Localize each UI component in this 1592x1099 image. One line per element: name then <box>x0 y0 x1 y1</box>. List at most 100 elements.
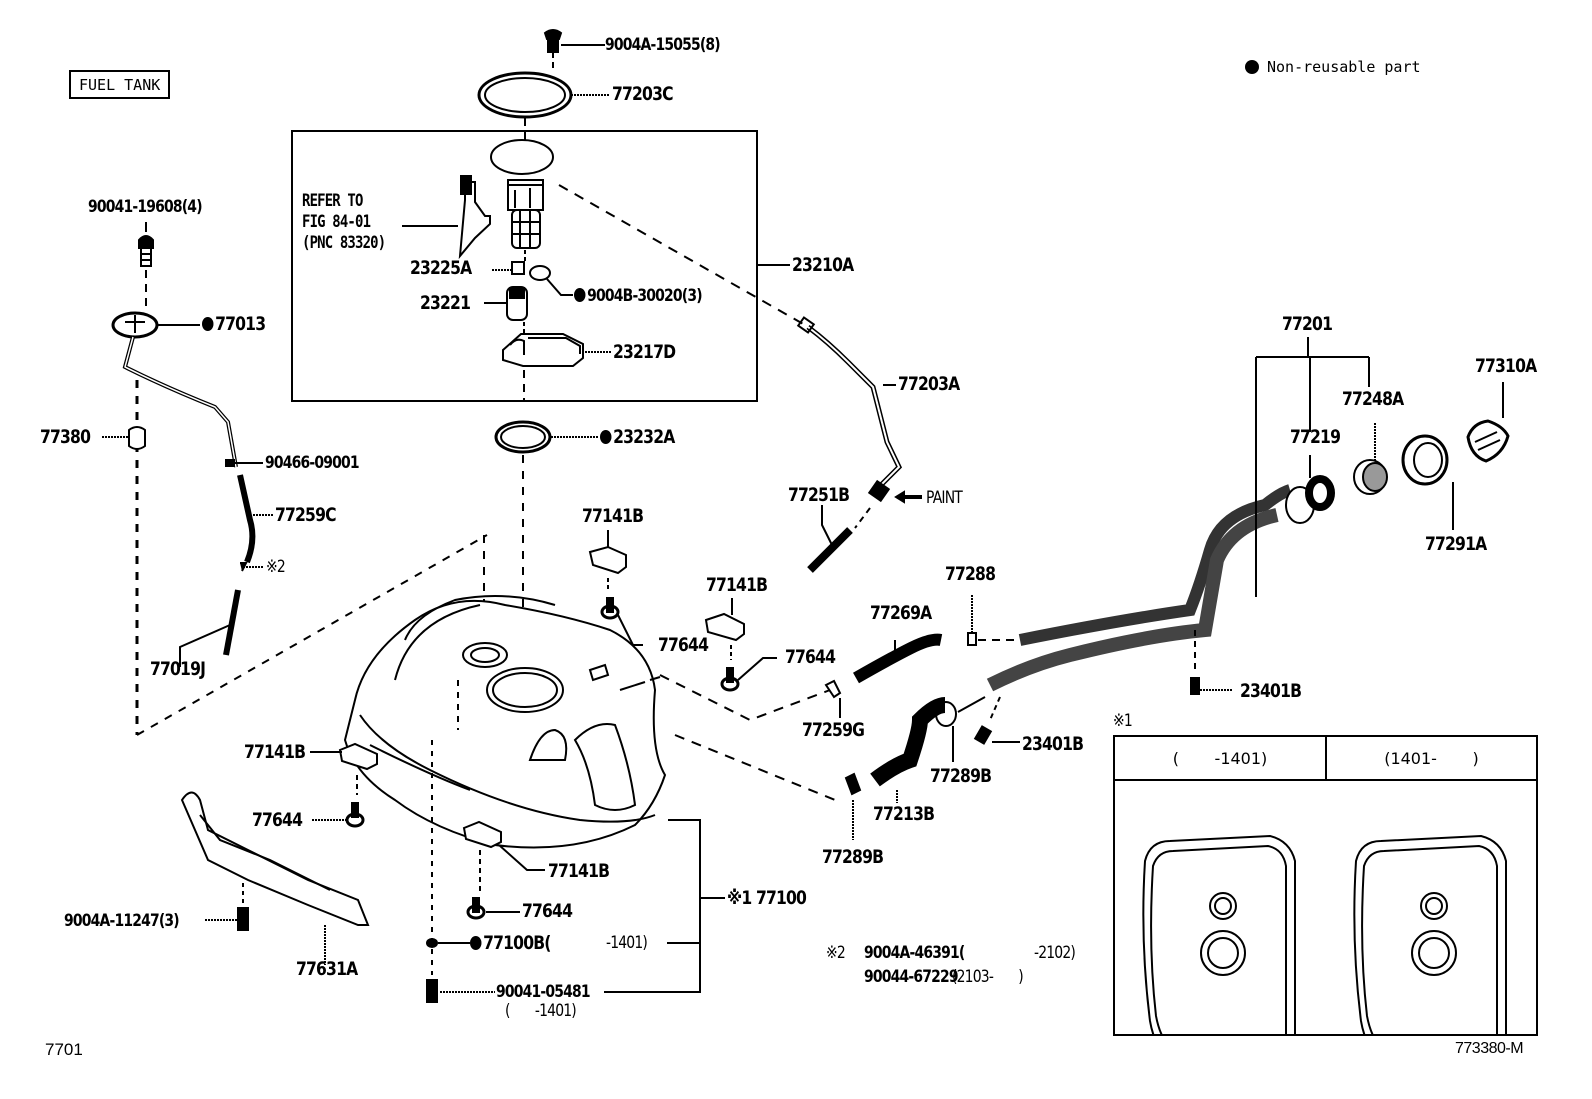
clip-77289B-b <box>844 772 862 796</box>
filter-77380 <box>128 426 146 450</box>
bolt-9004A-11247 <box>237 907 249 931</box>
part-label-9004A-15055[interactable]: 9004A-15055(8) <box>605 35 721 55</box>
protector-77631A <box>180 791 370 926</box>
part-label-90041-19608[interactable]: 90041-19608(4) <box>88 197 203 217</box>
part-label-77141B[interactable]: 77141B <box>582 505 644 527</box>
part-label-23225A[interactable]: 23225A <box>410 257 472 279</box>
bracket-77141B-a <box>588 545 627 575</box>
part-label-77644[interactable]: 77644 <box>658 634 709 656</box>
part-label-77259C[interactable]: 77259C <box>275 504 337 526</box>
filler-pipe-77201 <box>1018 484 1292 646</box>
non-reusable-bullet-icon <box>470 936 482 950</box>
pump-flange <box>490 139 554 175</box>
part-label-9004B-30020[interactable]: 9004B-30020(3) <box>574 288 703 305</box>
part-label-90041-05481[interactable]: 90041-05481 <box>496 982 591 1002</box>
paint-note: PAINT <box>926 488 963 508</box>
bolt-23401B-b <box>973 725 993 745</box>
part-label-77141B[interactable]: 77141B <box>548 860 610 882</box>
part-label-23401B[interactable]: 23401B <box>1240 680 1302 702</box>
part-label-77269A[interactable]: 77269A <box>870 602 932 624</box>
part-label-77644[interactable]: 77644 <box>252 809 303 831</box>
part-label-9004A-11247[interactable]: 9004A-11247(3) <box>64 911 180 931</box>
part-label-77100[interactable]: ※1 77100 <box>727 887 807 909</box>
refer-note-line2[interactable]: FIG 84-01 <box>302 212 371 232</box>
screw-9004A-15055 <box>543 29 563 58</box>
part-label-23217D[interactable]: 23217D <box>613 341 676 363</box>
bracket-77141B-c <box>338 742 378 771</box>
bracket-77141B-b <box>704 612 745 642</box>
part-label-77644[interactable]: 77644 <box>785 646 836 668</box>
bolt-90041-19608 <box>138 235 154 249</box>
part-label-77141B[interactable]: 77141B <box>244 741 306 763</box>
legend: Non-reusable part <box>1245 58 1421 76</box>
tank-variant-table: ( -1401) (1401- ) <box>1113 735 1538 1036</box>
inset-marker: ※1 <box>1113 711 1133 731</box>
part-label-90466-09001[interactable]: 90466-09001 <box>265 453 360 473</box>
non-reusable-bullet-icon <box>574 288 586 302</box>
figure-code-right: 773380-M <box>1455 1040 1524 1057</box>
part-label-23232A[interactable]: 23232A <box>600 428 675 447</box>
variant-header-before-1401: ( -1401) <box>1115 737 1327 781</box>
clamp-77289B <box>935 701 957 727</box>
bolt-23401B-a <box>1190 677 1200 695</box>
legend-label: Non-reusable part <box>1267 58 1421 76</box>
part-label-77289B[interactable]: 77289B <box>930 765 992 787</box>
tank-variant-illustrations <box>1142 834 1507 1034</box>
tank-variant-after-1401 <box>1353 834 1507 1034</box>
note2-part1[interactable]: 9004A-46391( <box>864 943 965 963</box>
refer-note-line3[interactable]: (PNC 83320) <box>302 233 386 253</box>
bracket-77141B-d <box>462 820 502 849</box>
part-label-77213B[interactable]: 77213B <box>873 803 935 825</box>
part-label-77259G[interactable]: 77259G <box>802 719 865 741</box>
pump-hole <box>486 667 564 713</box>
note2-range1: -2102) <box>1034 943 1076 963</box>
note2-reference-marker: ※2 <box>266 557 286 577</box>
tank-variant-before-1401 <box>1142 834 1296 1034</box>
tube-77019J <box>223 589 241 656</box>
part-label-23210A[interactable]: 23210A <box>792 254 854 276</box>
part-label-77291A[interactable]: 77291A <box>1425 533 1487 555</box>
hose-77259C <box>237 474 256 564</box>
part-label-77631A[interactable]: 77631A <box>296 958 358 980</box>
part-90041-05481-range: ( -1401) <box>505 1001 577 1021</box>
note2-part2[interactable]: 90044-67229 <box>864 967 959 987</box>
part-label-77019J[interactable]: 77019J <box>150 658 206 680</box>
part-label-77141B[interactable]: 77141B <box>706 574 768 596</box>
hose-77269A <box>853 633 943 684</box>
refer-note-line1: REFER TO <box>302 191 363 211</box>
plug-77100B <box>426 938 438 948</box>
non-reusable-bullet-icon <box>600 430 612 444</box>
hose-77213B <box>870 697 946 787</box>
non-reusable-bullet-icon <box>202 317 214 331</box>
part-label-77248A[interactable]: 77248A <box>1342 388 1404 410</box>
hose-77203A <box>806 325 903 489</box>
gasket-23232A <box>494 420 552 454</box>
retainer-ring-77203C <box>477 71 573 119</box>
part-label-77380[interactable]: 77380 <box>40 426 91 448</box>
diagram-title: FUEL TANK <box>69 70 171 99</box>
part-label-77201[interactable]: 77201 <box>1282 313 1333 335</box>
variant-header-after-1401: (1401- ) <box>1327 737 1536 781</box>
part-label-77310A[interactable]: 77310A <box>1475 355 1537 377</box>
cap-77310A <box>1466 419 1510 463</box>
part-label-23401B[interactable]: 23401B <box>1022 733 1084 755</box>
part-label-77289B[interactable]: 77289B <box>822 846 884 868</box>
part-77100B-range: -1401) <box>606 933 648 953</box>
valve-77288 <box>967 632 977 646</box>
part-label-23221[interactable]: 23221 <box>420 292 471 314</box>
ring-77291A <box>1401 434 1449 486</box>
clip-77259G <box>824 679 842 699</box>
part-label-77203C[interactable]: 77203C <box>612 83 674 105</box>
part-label-77288[interactable]: 77288 <box>945 563 996 585</box>
bolt-90041-05481 <box>426 979 438 1003</box>
tube-77251B <box>807 527 853 573</box>
part-label-77219[interactable]: 77219 <box>1290 426 1341 448</box>
part-label-77100B[interactable]: 77100B( <box>470 934 551 953</box>
part-label-77251B[interactable]: 77251B <box>788 484 850 506</box>
part-label-77644[interactable]: 77644 <box>522 900 573 922</box>
fuel-tank-77100 <box>343 595 667 849</box>
part-label-77203A[interactable]: 77203A <box>898 373 960 395</box>
note2-marker: ※2 <box>826 943 846 963</box>
part-label-77013[interactable]: 77013 <box>202 315 266 334</box>
